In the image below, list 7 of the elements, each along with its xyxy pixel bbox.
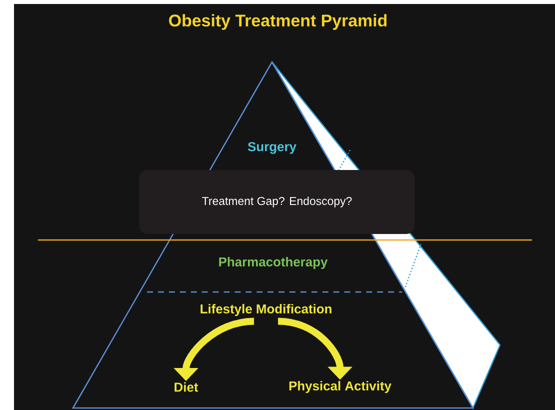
tier-label: Lifestyle Modification [200, 304, 332, 316]
title: Obesity Treatment Pyramid [169, 14, 387, 30]
tier-label: Diet [174, 382, 198, 392]
tier-label: Physical Activity [289, 380, 392, 394]
callout-box: Treatment Gap? Endoscopy? [140, 170, 414, 234]
tier-label: Surgery [248, 142, 296, 154]
tier-label: Pharmacotherapy [219, 256, 328, 270]
